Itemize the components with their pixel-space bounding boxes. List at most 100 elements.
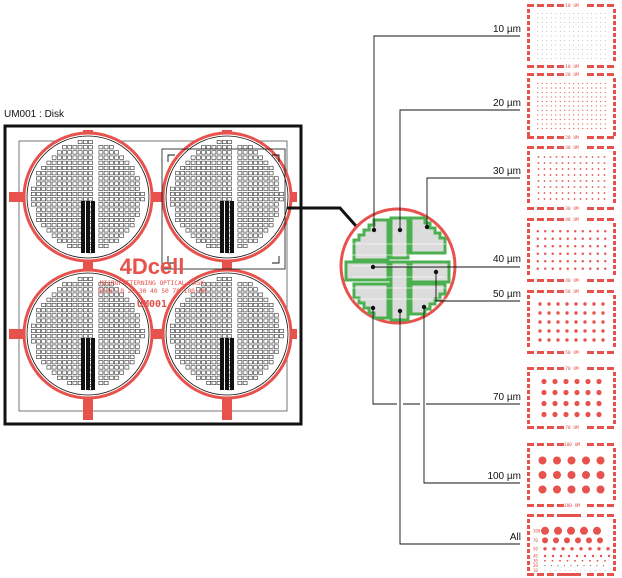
pattern-cell — [258, 202, 264, 207]
pattern-dot — [573, 100, 575, 103]
pattern-dot — [537, 186, 540, 188]
pattern-cell — [56, 328, 62, 333]
pattern-cell — [62, 228, 67, 233]
tile-border-seg — [557, 351, 564, 354]
tile-border-seg — [557, 65, 564, 68]
pattern-cell — [98, 313, 104, 318]
pattern-dot — [564, 58, 566, 59]
pattern-cell — [51, 166, 57, 171]
tile-border-seg — [527, 351, 534, 354]
pattern-dot — [541, 105, 543, 107]
pattern-cell — [124, 344, 130, 349]
pattern-cell — [248, 344, 253, 349]
pattern-cell — [185, 160, 191, 165]
pattern-dot — [607, 554, 611, 558]
pattern-dot — [537, 26, 539, 28]
pattern-cell — [253, 302, 258, 307]
pattern-cell — [237, 313, 243, 318]
tile-border-seg — [613, 420, 616, 424]
pattern-cell — [129, 218, 135, 223]
pattern-dot — [577, 105, 579, 107]
pattern-cell — [268, 313, 274, 318]
tile-border-seg — [527, 561, 530, 565]
pattern-cell — [46, 360, 52, 365]
pattern-cell — [190, 318, 196, 323]
pattern-cell — [242, 192, 248, 197]
pattern-cell — [51, 334, 57, 339]
pattern-cell — [77, 323, 83, 328]
tile-border-seg — [527, 193, 530, 197]
pattern-dot — [586, 91, 588, 94]
pattern-cell — [119, 228, 124, 233]
tile-border-seg — [557, 4, 564, 7]
pattern-cell — [103, 323, 109, 328]
pattern-cell — [67, 212, 72, 217]
pattern-cell — [98, 202, 104, 207]
pattern-cell — [258, 297, 264, 302]
pattern-dot — [555, 118, 557, 121]
pattern-cell — [114, 186, 119, 191]
pattern-dot — [546, 87, 548, 89]
pattern-cell — [83, 334, 88, 339]
pattern-cell — [103, 287, 109, 292]
pattern-cell — [77, 282, 83, 287]
pattern-cell — [62, 160, 67, 165]
tile-border-seg — [527, 146, 534, 149]
pattern-cell — [237, 380, 243, 385]
pattern-cell — [135, 176, 140, 181]
pattern-cell — [222, 276, 227, 281]
tile-border-seg — [527, 114, 530, 118]
pattern-cell — [72, 380, 78, 385]
pattern-cell — [72, 365, 78, 370]
tile-border-seg — [613, 33, 616, 37]
tile-border-seg — [613, 295, 616, 299]
pattern-dot — [555, 180, 558, 182]
pattern-cell — [273, 197, 279, 202]
pattern-cell — [253, 176, 258, 181]
pattern-cell — [248, 282, 253, 287]
pattern-cell — [248, 197, 253, 202]
pattern-cell — [72, 160, 78, 165]
pattern-cell — [190, 344, 196, 349]
pattern-cell — [103, 186, 109, 191]
pattern-dot — [582, 31, 584, 32]
pattern-dot — [604, 100, 606, 103]
pattern-cell — [268, 354, 274, 359]
pattern-cell — [222, 150, 227, 155]
pattern-cell — [36, 218, 41, 223]
pattern-cell — [242, 282, 248, 287]
tile-border-seg — [613, 241, 616, 245]
pattern-cell — [62, 344, 67, 349]
pattern-cell — [51, 354, 57, 359]
pattern-cell — [201, 349, 206, 354]
pattern-cell — [248, 192, 253, 197]
pattern-dot — [561, 174, 564, 176]
pattern-cell — [258, 370, 264, 375]
tile-border-seg — [613, 525, 616, 529]
tile-border-seg — [527, 531, 530, 535]
pattern-dot — [577, 26, 579, 28]
pattern-cell — [98, 334, 104, 339]
pattern-dot — [592, 302, 596, 306]
pattern-cell — [30, 197, 36, 202]
pattern-cell — [253, 292, 258, 297]
pattern-cell — [216, 181, 222, 186]
pattern-cell — [258, 308, 264, 313]
pattern-cell — [119, 223, 124, 228]
pattern-cell — [211, 155, 217, 160]
pattern-cell — [103, 339, 109, 344]
pattern-cell — [190, 354, 196, 359]
pattern-cell — [114, 197, 119, 202]
pattern-cell — [62, 238, 67, 243]
pattern-cell — [190, 218, 196, 223]
pattern-cell — [135, 197, 140, 202]
pattern-cell — [175, 202, 180, 207]
pattern-cell — [46, 176, 52, 181]
pattern-cell — [72, 375, 78, 380]
pattern-cell — [227, 276, 232, 281]
pattern-cell — [242, 202, 248, 207]
tile-border-seg — [547, 514, 554, 517]
pattern-cell — [83, 302, 88, 307]
pattern-dot — [549, 570, 551, 571]
tile-border-seg — [587, 573, 594, 576]
